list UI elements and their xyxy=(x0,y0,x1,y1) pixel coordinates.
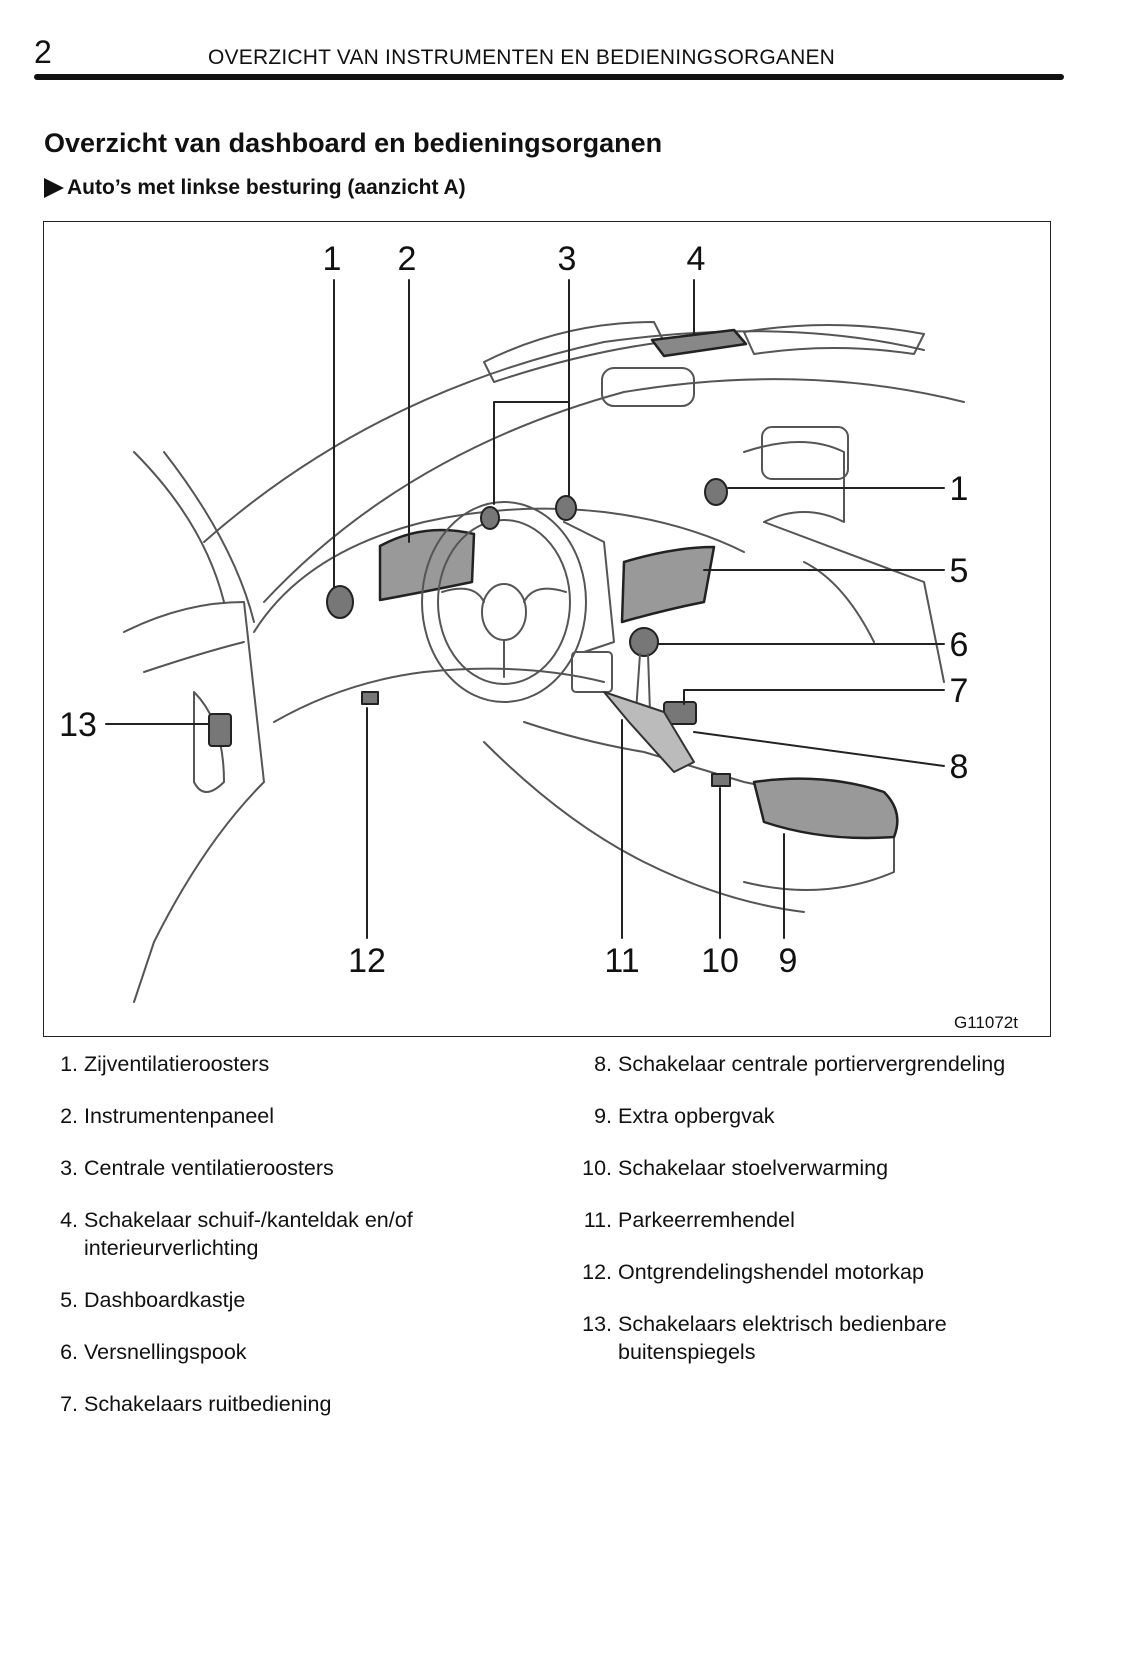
legend-number: 8. xyxy=(594,1052,612,1076)
legend-item: 5. Dashboardkastje xyxy=(48,1286,518,1314)
section-title: Overzicht van dashboard en bedieningsorg… xyxy=(44,128,663,158)
callout-4: 4 xyxy=(687,240,706,278)
legend-item: 3. Centrale ventilatieroosters xyxy=(48,1154,518,1182)
callout-11: 11 xyxy=(604,942,639,980)
legend-item: 13. Schakelaars elektrisch bedienbare bu… xyxy=(570,1310,1018,1366)
legend-item: 1. Zijventilatieroosters xyxy=(48,1050,518,1078)
legend-text: Schakelaars ruitbediening xyxy=(84,1392,332,1416)
callout-2: 2 xyxy=(398,240,417,278)
legend-item: 11. Parkeerremhendel xyxy=(570,1206,1090,1234)
legend-text: Zijventilatieroosters xyxy=(84,1052,270,1076)
callout-5: 5 xyxy=(950,552,969,590)
legend-item: 6. Versnellingspook xyxy=(48,1338,518,1366)
callout-3: 3 xyxy=(558,240,577,278)
legend-number: 4. xyxy=(60,1208,78,1232)
callout-12: 12 xyxy=(348,942,386,980)
callout-1-top: 1 xyxy=(323,240,342,278)
legend-number: 9. xyxy=(594,1104,612,1128)
legend-text: Extra opbergvak xyxy=(618,1104,775,1128)
legend-number: 6. xyxy=(60,1340,78,1364)
legend-text: Schakelaars elektrisch bedienbare buiten… xyxy=(618,1312,947,1364)
page-number: 2 xyxy=(34,34,52,70)
legend-text: Ontgrendelingshendel motorkap xyxy=(618,1260,924,1284)
dashboard-illustration: 1 2 3 4 1 5 6 7 8 13 12 11 10 9 G11072t xyxy=(43,221,1051,1037)
callout-13: 13 xyxy=(59,706,97,744)
legend-item: 9. Extra opbergvak xyxy=(570,1102,1090,1130)
callout-7: 7 xyxy=(950,672,969,710)
callout-6: 6 xyxy=(950,626,969,664)
figure-code: G11072t xyxy=(954,1013,1018,1032)
legend-text: Schakelaar schuif-/kanteldak en/of inter… xyxy=(84,1208,413,1260)
legend-number: 10. xyxy=(582,1156,612,1180)
legend-item: 8. Schakelaar centrale portiervergrendel… xyxy=(570,1050,1090,1078)
legend-number: 12. xyxy=(582,1260,612,1284)
triangle-bullet-icon xyxy=(44,178,64,198)
legend-number: 11. xyxy=(583,1208,612,1232)
legend-text: Versnellingspook xyxy=(84,1340,247,1364)
callout-8: 8 xyxy=(950,748,969,786)
legend-item: 12. Ontgrendelingshendel motorkap xyxy=(570,1258,1090,1286)
legend-text: Parkeerremhendel xyxy=(618,1208,795,1232)
legend-item: 7. Schakelaars ruitbediening xyxy=(48,1390,518,1418)
callout-9: 9 xyxy=(779,942,798,980)
legend-text: Dashboardkastje xyxy=(84,1288,246,1312)
legend-number: 7. xyxy=(60,1392,78,1416)
legend-number: 1. xyxy=(60,1052,78,1076)
header-rule xyxy=(34,74,1064,80)
legend-number: 3. xyxy=(60,1156,78,1180)
running-header: OVERZICHT VAN INSTRUMENTEN EN BEDIENINGS… xyxy=(208,46,836,69)
legend-left: 1. Zijventilatieroosters 2. Instrumenten… xyxy=(48,1050,518,1418)
legend-number: 13. xyxy=(582,1312,612,1336)
legend-number: 5. xyxy=(60,1288,78,1312)
legend-number: 2. xyxy=(60,1104,78,1128)
callout-10: 10 xyxy=(701,942,739,980)
legend-text: Instrumentenpaneel xyxy=(84,1104,275,1128)
callout-1-right: 1 xyxy=(950,470,969,508)
legend-right: 8. Schakelaar centrale portiervergrendel… xyxy=(570,1050,1090,1366)
legend-text: Centrale ventilatieroosters xyxy=(84,1156,334,1180)
subsection-heading: Auto’s met linkse besturing (aanzicht A) xyxy=(44,176,466,200)
legend-item: 10. Schakelaar stoelverwarming xyxy=(570,1154,1090,1182)
subsection-title: Auto’s met linkse besturing (aanzicht A) xyxy=(67,176,466,199)
legend-item: 4. Schakelaar schuif-/kanteldak en/of in… xyxy=(48,1206,454,1262)
legend-text: Schakelaar stoelverwarming xyxy=(618,1156,889,1180)
legend-item: 2. Instrumentenpaneel xyxy=(48,1102,518,1130)
dashboard-drawing: 1 2 3 4 1 5 6 7 8 13 12 11 10 9 G11072t xyxy=(59,240,1018,1032)
legend-text: Schakelaar centrale portiervergrendeling xyxy=(618,1052,1006,1076)
